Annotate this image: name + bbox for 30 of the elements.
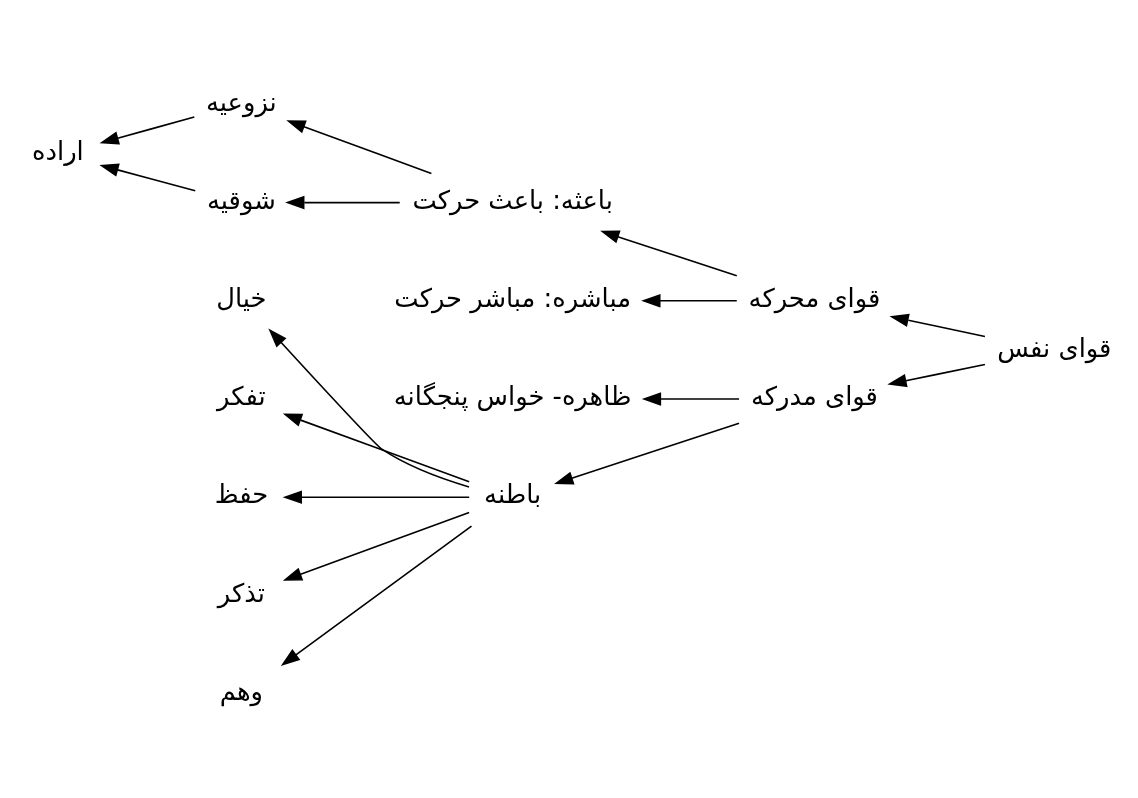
- node-text: خیال: [216, 282, 267, 313]
- arrow: [889, 313, 986, 338]
- node-text: تفکر: [217, 381, 266, 412]
- node-text: نزوعیه: [206, 86, 277, 117]
- arrow: [282, 511, 470, 581]
- arrow: [600, 230, 738, 277]
- arrow: [268, 328, 470, 488]
- node-text: قوای مدرکه: [751, 381, 878, 412]
- arrow: [887, 363, 986, 388]
- arrow: [280, 525, 473, 666]
- node-text: ظاهره- خواس پنجگانه: [393, 381, 632, 412]
- arrow: [286, 120, 433, 175]
- node-text: قوای نفس: [997, 332, 1112, 363]
- node-text: تذکر: [217, 577, 265, 608]
- node-text: مباشره: مباشر حرکت: [394, 282, 631, 313]
- arrow: [282, 413, 470, 483]
- arrow: [99, 116, 196, 145]
- node-text: شوقیه: [207, 184, 276, 215]
- node-text: قوای محرکه: [748, 282, 881, 313]
- arrow: [285, 195, 401, 210]
- arrow: [641, 294, 738, 308]
- arrow: [282, 490, 470, 504]
- node-text: باطنه: [484, 479, 542, 510]
- node-text: حفظ: [214, 479, 269, 510]
- node-text: باعثه: باعث حرکت: [412, 184, 613, 215]
- arrow: [641, 392, 740, 406]
- node-text: اراده: [32, 136, 84, 167]
- node-text: وهم: [219, 675, 263, 706]
- arrow: [99, 163, 197, 192]
- arrow: [554, 422, 740, 485]
